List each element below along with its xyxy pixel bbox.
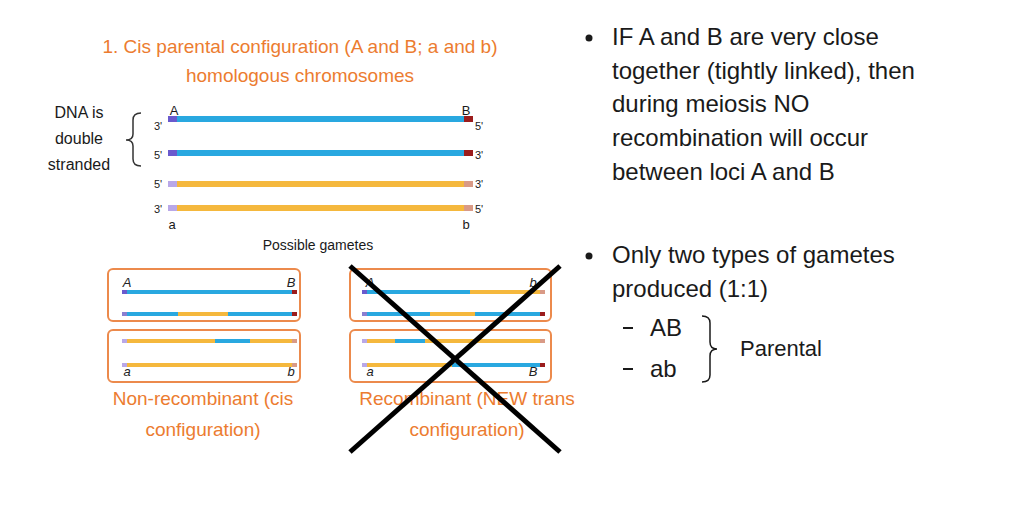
group-caption: Recombinant (NEW trans configuration) [352,383,582,445]
strand-end-label: 5' [138,177,178,191]
group-caption: Non-recombinant (cis configuration) [88,383,318,445]
dna-strand [122,363,297,367]
allele-label: b [285,364,297,380]
locus-label: A [154,103,194,119]
strand-end [292,290,297,294]
strand-end [122,290,127,294]
bullet [586,35,593,42]
gamete-type: AB [650,311,710,345]
strand-end [464,150,473,156]
strand-end-label: 3' [138,202,178,216]
dna-strand [430,312,475,316]
strand-end [168,205,177,211]
bullet [586,253,593,260]
strand-end [362,363,367,367]
allele-label: A [364,275,376,291]
panel-heading: 1. Cis parental configuration (A and B; … [98,32,502,90]
cross-out [350,266,560,452]
strand-end-label: 3' [459,148,499,162]
strand-end-label: 3' [138,119,178,133]
strand-end [362,312,367,316]
gamete-type: ab [650,352,710,386]
dna-strand [168,205,473,211]
strand-end-label: 3' [459,177,499,191]
gamete-box: aB [349,329,552,383]
strand-end [540,312,545,316]
bracket [126,113,141,166]
brace [702,316,717,382]
dna-strand [362,312,545,316]
strand-end [168,150,177,156]
bullet-text: Only two types of gametes produced (1:1) [612,238,954,306]
allele-label: B [285,275,297,291]
locus-label: b [446,217,486,233]
strand-end [464,205,473,211]
gamete-box: ab [107,329,301,383]
allele-label: A [121,275,133,291]
gamete-box: AB [107,268,301,322]
dna-strand [362,290,470,294]
dna-strand [122,290,297,294]
strand-end [540,339,545,343]
allele-label: b [527,275,539,291]
strand-end [540,290,545,294]
locus-label: B [446,103,486,119]
strand-end-label: 5' [138,148,178,162]
strand-end [362,339,367,343]
strand-end-label: 5' [459,202,499,216]
allele-label: a [121,364,133,380]
strand-end [122,312,127,316]
dash [623,368,633,370]
strand-end [362,290,367,294]
strand-end [292,312,297,316]
side-note: DNA is double stranded [36,100,122,178]
gamete-box: Ab [349,268,552,322]
strand-end [464,181,473,187]
strand-end [122,339,127,343]
locus-label: a [152,217,192,233]
dna-strand [178,312,228,316]
dna-strand [215,339,250,343]
dna-strand [122,312,297,316]
cross-out [350,266,560,452]
dna-strand [168,116,473,122]
strand-end [168,181,177,187]
allele-label: B [527,364,539,380]
dna-strand [362,339,545,343]
allele-label: a [364,364,376,380]
brace-label: Parental [740,334,850,364]
dash [623,327,633,329]
dna-strand [122,339,297,343]
strand-end [292,339,297,343]
bullet-text: IF A and B are very close together (tigh… [612,20,954,189]
dna-strand [168,150,473,156]
strand-end-label: 5' [459,119,499,133]
dna-strand [395,339,425,343]
dna-strand [362,363,452,367]
strand-end [540,363,545,367]
section-label: Possible gametes [228,236,408,254]
dna-strand [470,290,545,294]
dna-strand [168,181,473,187]
